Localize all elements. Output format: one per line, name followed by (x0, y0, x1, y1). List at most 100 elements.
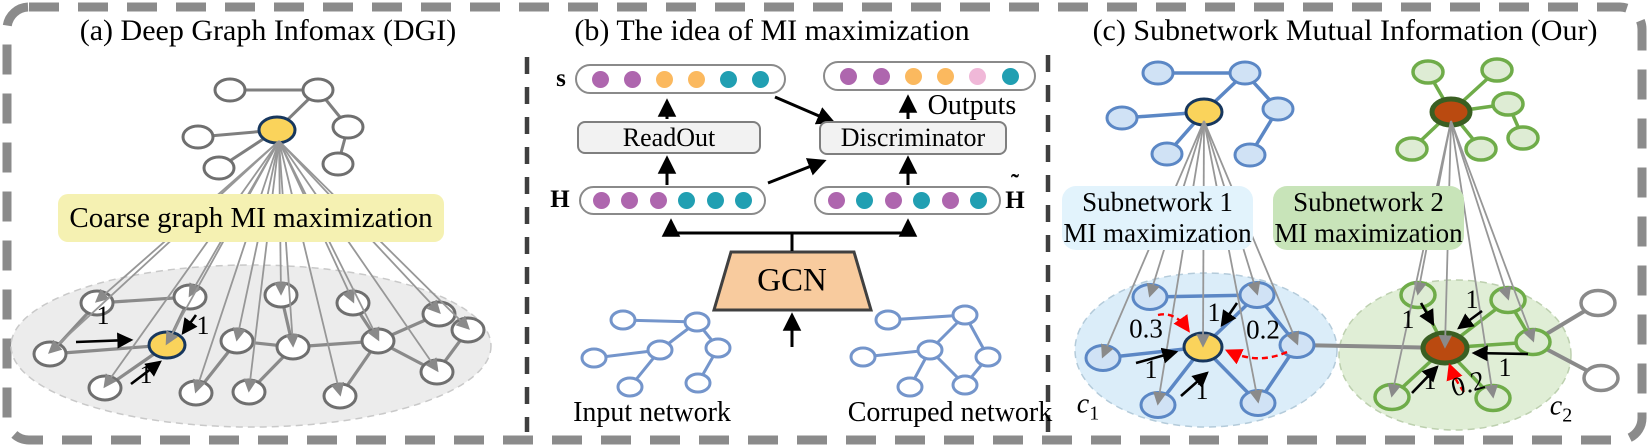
graph-node (1150, 141, 1184, 167)
feature-dot (969, 67, 987, 85)
graph-node (1105, 105, 1139, 131)
gcn-label: GCN (757, 262, 827, 299)
feature-dot (840, 67, 858, 85)
edge-weight: 1 (1465, 285, 1479, 314)
graph-node (202, 155, 236, 181)
graph-node (951, 374, 979, 396)
graph-node (331, 114, 365, 140)
graph-node (704, 337, 732, 359)
feature-dot (827, 192, 845, 209)
summary-vector-label: s (556, 65, 566, 92)
graph-node (1228, 60, 1262, 86)
graph-node (181, 124, 215, 150)
graph-node (213, 77, 247, 103)
edge-weight: 1 (1144, 355, 1158, 384)
graph-node (1139, 391, 1177, 419)
graph-node (1131, 283, 1169, 311)
input-network (580, 309, 732, 398)
readout-label: ReadOut (622, 122, 716, 152)
edge-weight: 1 (1401, 305, 1415, 334)
graph-node (419, 358, 455, 386)
subnetwork1-line1: Subnetwork 1 (1082, 187, 1233, 217)
feature-dot (941, 192, 959, 209)
edge-weight: 1 (196, 311, 210, 340)
graph-node (683, 311, 711, 333)
subnetwork1-top-graph (1105, 60, 1295, 168)
graph-node (450, 316, 486, 344)
feature-dot (904, 67, 922, 85)
graph-node (1489, 285, 1527, 315)
graph-node (322, 382, 358, 410)
graph-node (916, 339, 944, 361)
feature-dot (592, 192, 610, 209)
graph-node (178, 379, 214, 407)
graph-node (951, 304, 979, 326)
graph-node (609, 309, 637, 331)
outputs-vector (823, 61, 1036, 91)
cluster1-label: c1 (1076, 388, 1100, 425)
graph-node (321, 151, 355, 177)
feature-dot (678, 192, 696, 209)
feature-dot (656, 70, 673, 88)
flow-arrows-b (657, 94, 918, 347)
edge-weight: 1 (1423, 366, 1437, 395)
feature-dot (937, 67, 955, 85)
graph-node (1239, 389, 1277, 417)
edge-weight: 1 (96, 301, 110, 330)
gcn-block (711, 250, 874, 312)
graph-node (1373, 382, 1411, 412)
feature-dot (706, 192, 724, 209)
feature-dot (752, 70, 769, 88)
panel-a-graph (10, 77, 492, 428)
coarse-mi-box: Coarse graph MI maximization (58, 194, 444, 242)
weight-arrows-c (1135, 302, 1529, 397)
feature-dot (872, 67, 890, 85)
coarse-mi-box-label: Coarse graph MI maximization (69, 201, 433, 234)
feature-dot (856, 192, 874, 209)
embedding-vector (579, 186, 766, 215)
outputs-label: Outputs (927, 90, 1017, 121)
cluster2-label: c2 (1549, 390, 1573, 427)
corrupted-network (849, 304, 1002, 398)
graph-node (1141, 60, 1175, 86)
graph-node (1491, 91, 1525, 117)
graph-node (874, 309, 902, 331)
graph-node (1514, 327, 1552, 357)
anchor-node-yellow (147, 330, 187, 360)
graph-node (849, 346, 877, 368)
subnetwork2-mi-box: Subnetwork 2 MI maximization (1273, 186, 1464, 250)
graph-node (580, 347, 608, 369)
tilde-mark: ˜ (1010, 171, 1019, 197)
edge-weight: 1 (1498, 353, 1512, 382)
subnetwork1-line2: MI maximization (1063, 218, 1252, 248)
graph-node (87, 374, 123, 402)
graph-node (360, 327, 396, 355)
feature-dot (884, 192, 902, 209)
graph-node (646, 339, 674, 361)
graph-node (1261, 96, 1295, 122)
panel-a-title: (a) Deep Graph Infomax (DGI) (79, 14, 457, 47)
discriminator-label: Discriminator (840, 123, 986, 152)
panel-c-title: (c) Subnetwork Mutual Information (Our) (1092, 14, 1598, 47)
graph-node (1582, 363, 1620, 393)
feature-dot (735, 192, 753, 209)
graph-node (684, 372, 712, 394)
subnetwork2-line2: MI maximization (1274, 218, 1463, 248)
feature-dot (688, 70, 705, 88)
gcn-output-connector (661, 218, 918, 251)
edge-weight: 1 (1195, 376, 1209, 405)
graph-node (1579, 288, 1617, 318)
graph-node (974, 346, 1002, 368)
graph-node (32, 340, 68, 368)
subnetwork1-mi-box: Subnetwork 1 MI maximization (1062, 186, 1253, 250)
graph-node (1464, 136, 1498, 162)
subnetwork2-top-graph (1395, 57, 1540, 162)
corrupted-embedding-label: ˜H (1005, 171, 1025, 214)
panel-b-title: (b) The idea of MI maximization (574, 14, 970, 47)
graph-node (1238, 281, 1276, 309)
edge-weight: 1 (139, 360, 153, 389)
corrupted-network-label: Corruped network (847, 397, 1053, 428)
feature-dot (624, 70, 641, 88)
